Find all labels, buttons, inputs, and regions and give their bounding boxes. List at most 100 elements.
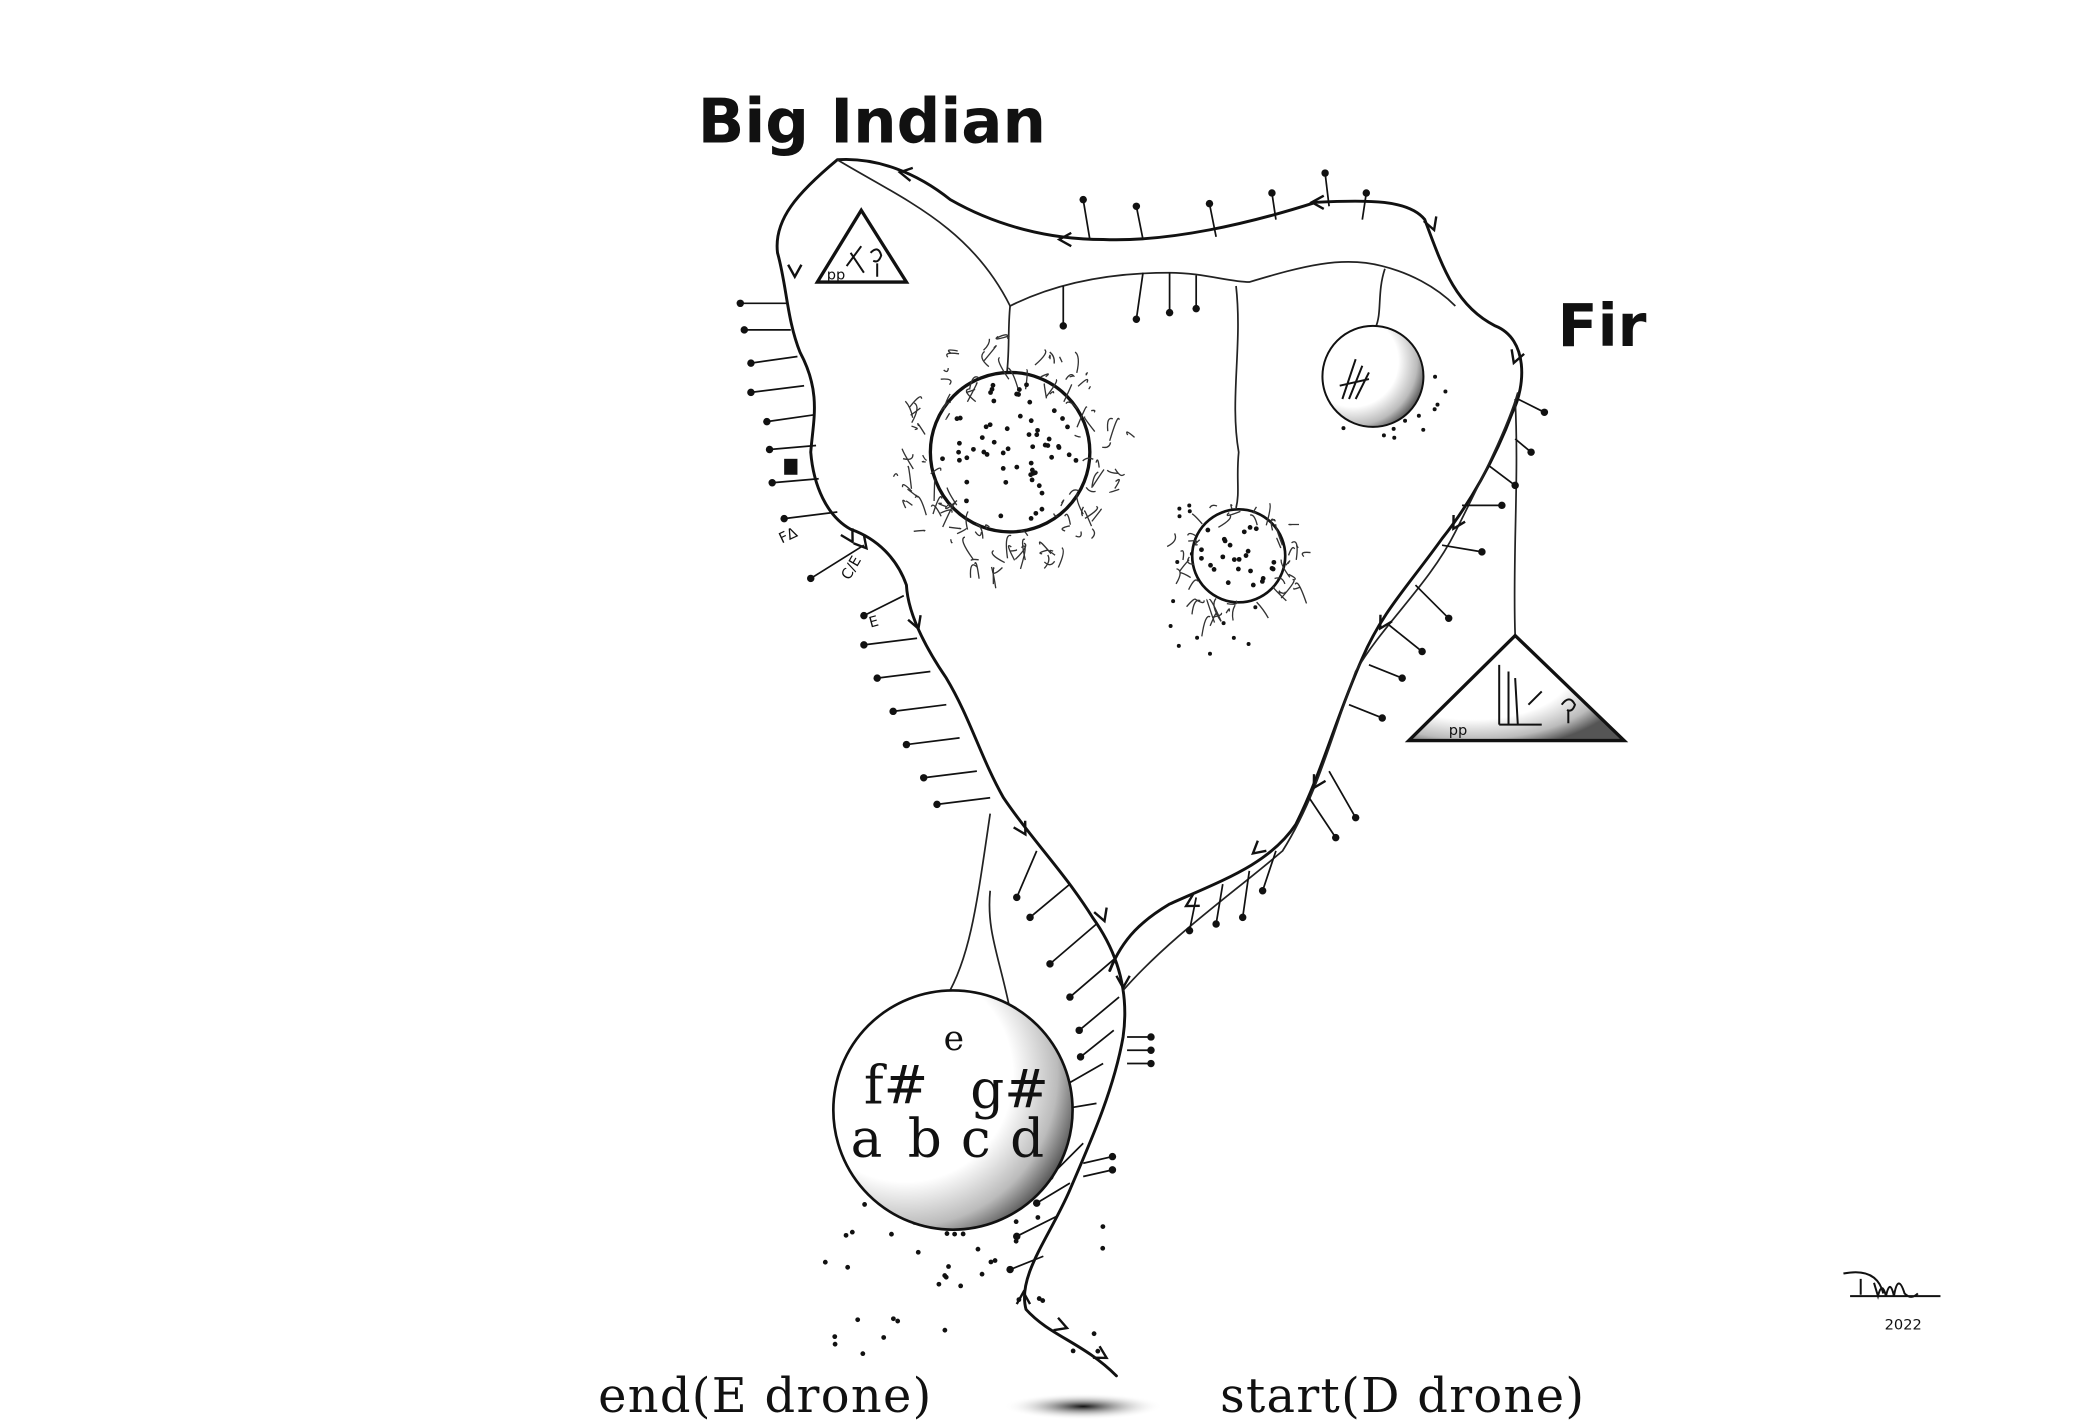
scribble-stroke <box>1175 568 1181 585</box>
scribble-stroke <box>945 412 951 421</box>
dot <box>1095 1348 1101 1354</box>
scribble-stroke <box>995 335 1010 340</box>
scribble-stroke <box>1294 582 1308 604</box>
dot <box>1175 560 1180 565</box>
dot <box>1177 506 1182 511</box>
scribble-stroke <box>1301 551 1311 558</box>
tick-dot <box>1013 893 1021 902</box>
start-label: start(D drone) <box>1220 1369 1585 1424</box>
tick-dot <box>1026 913 1034 922</box>
dot <box>849 1229 855 1235</box>
scribble-stroke <box>974 531 983 537</box>
tick-stem <box>1441 544 1483 553</box>
tick-dot <box>747 359 755 367</box>
dot <box>1176 643 1181 648</box>
scribble-stroke <box>969 564 978 578</box>
tick-stem <box>1083 1169 1113 1178</box>
cluster-dot <box>1231 557 1237 563</box>
scribble-stroke <box>940 378 952 386</box>
cluster-dot <box>1033 510 1039 516</box>
scribble-stroke <box>1068 489 1079 495</box>
scribble-stroke <box>946 352 960 358</box>
scribble-stroke <box>1109 488 1120 493</box>
cluster-dot <box>1241 529 1247 535</box>
cluster-dot <box>984 452 990 457</box>
tick-dot <box>740 326 749 334</box>
scribble-stroke <box>1288 573 1296 581</box>
scribble-stroke <box>1188 579 1199 591</box>
dot <box>1403 418 1408 423</box>
dot <box>1392 435 1397 440</box>
tick-dot <box>1378 714 1386 722</box>
scribble-stroke <box>1187 532 1197 537</box>
cluster-dot <box>1014 391 1020 397</box>
dynamic-pp: pp <box>1449 722 1468 739</box>
tick-stem <box>1261 850 1277 892</box>
cluster-dot <box>1032 470 1038 476</box>
scribble-stroke <box>1106 417 1114 432</box>
scribble-stroke <box>1043 560 1056 566</box>
dot <box>988 1259 994 1265</box>
scribble-stroke <box>1285 560 1291 566</box>
route-main-loop <box>775 158 1524 1378</box>
dot <box>1246 642 1251 647</box>
scribble-stroke <box>1278 590 1281 594</box>
scribble-stroke <box>983 338 991 351</box>
dot <box>1391 426 1396 431</box>
scribble-stroke <box>991 567 1003 574</box>
direction-arrows <box>787 166 1525 1360</box>
branch-to-triangle <box>1513 398 1518 636</box>
scribble-stroke <box>911 425 918 431</box>
cluster-dot <box>1034 432 1040 438</box>
tick-dot <box>765 445 774 454</box>
scribble-stroke <box>1226 600 1238 605</box>
dot <box>1341 426 1346 431</box>
scribble-stroke <box>1191 513 1203 525</box>
scribble-stroke <box>1009 549 1018 552</box>
cluster-dot <box>964 479 970 485</box>
cluster-dot <box>1259 578 1265 584</box>
scribble-stroke <box>946 487 958 506</box>
scribble-stroke <box>1043 554 1050 569</box>
cluster-dot <box>998 513 1004 519</box>
dot <box>1231 635 1236 640</box>
tick-stem <box>936 796 991 806</box>
dot <box>1433 374 1438 379</box>
arrow-icon <box>1309 194 1325 210</box>
tick-dot <box>1398 674 1406 682</box>
tick-stem <box>1188 897 1198 931</box>
scribble-stroke <box>956 527 967 535</box>
scribble-stroke <box>1091 409 1096 413</box>
scribble-stroke <box>909 396 923 408</box>
scribble-stroke <box>1272 586 1287 602</box>
cluster-dot <box>1235 566 1241 572</box>
scribble-stroke <box>1209 504 1218 509</box>
scribble-stroke <box>970 558 979 561</box>
tick-dot <box>1258 887 1267 895</box>
tick-dot <box>807 574 815 583</box>
scribble-stroke <box>1060 499 1065 507</box>
tick-stem <box>1241 870 1251 918</box>
scribble-stroke <box>948 526 962 530</box>
cluster-dot <box>979 435 985 440</box>
branch-to-small-circle <box>1234 285 1240 509</box>
tick-dot <box>1147 1059 1155 1068</box>
note-block <box>784 458 798 475</box>
scribble-stroke <box>922 454 927 461</box>
dot <box>1187 509 1192 514</box>
dot <box>1195 635 1200 640</box>
scribble-stroke <box>942 502 956 528</box>
scribble-stroke <box>1179 559 1190 572</box>
tick-stem <box>1414 584 1450 619</box>
arrow-icon <box>1379 614 1393 631</box>
tick-stem <box>1082 199 1091 240</box>
tick-dot <box>1444 614 1453 623</box>
cluster-dot <box>1250 582 1256 588</box>
cluster-dot <box>964 498 969 504</box>
arrow-icon <box>1056 231 1072 248</box>
tick-dot <box>1212 920 1220 928</box>
tick-dot <box>1192 304 1200 313</box>
route-second-strand <box>1122 392 1519 992</box>
tick-stem <box>1328 770 1357 819</box>
dot <box>1035 1215 1041 1220</box>
